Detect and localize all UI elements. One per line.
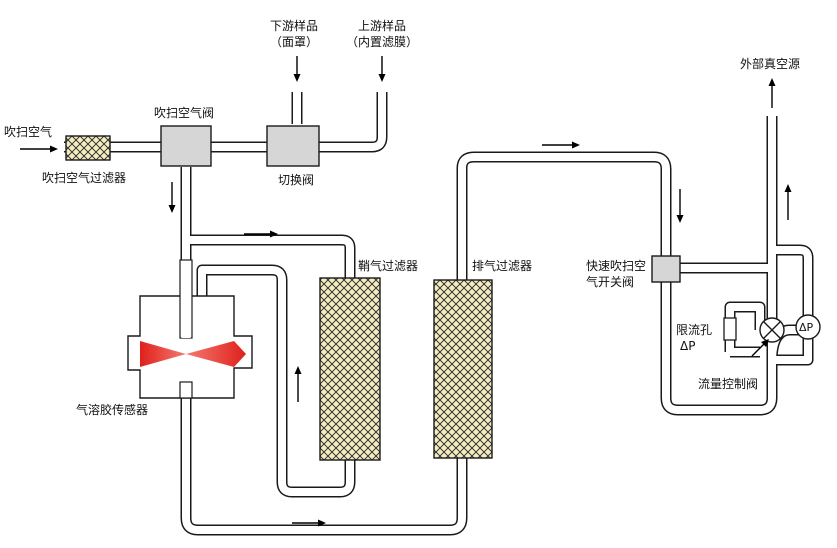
downstream-sample-sublabel: （面罩） — [270, 35, 318, 49]
purge-air-valve-label: 吹扫空气阀 — [154, 105, 214, 120]
flow-arrows — [20, 56, 792, 527]
purge-air-filter-label: 吹扫空气过滤器 — [42, 170, 126, 185]
flow-control-valve — [759, 317, 785, 343]
switch-valve — [266, 125, 320, 167]
fast-purge-valve — [651, 255, 681, 283]
laser-beam-left — [140, 341, 186, 367]
exhaust-filter-label: 排气过滤器 — [472, 258, 532, 273]
downstream-sample-label: 下游样品 — [270, 18, 318, 33]
laser-beam-right — [186, 341, 246, 367]
delta-p-gauge — [795, 314, 821, 340]
flow-control-valve-label: 流量控制阀 — [698, 377, 758, 391]
orifice-label: 限流孔 — [676, 323, 712, 337]
delta-p-gauge-label: ΔP — [799, 321, 814, 334]
orifice — [723, 317, 737, 341]
upstream-sample-sublabel: （内置滤膜） — [346, 35, 418, 49]
sheath-filter-label: 鞘气过滤器 — [358, 258, 418, 273]
exhaust-filter — [433, 279, 493, 459]
switch-valve-label: 切换阀 — [278, 173, 314, 187]
purge-air-label: 吹扫空气 — [4, 124, 52, 139]
sheath-filter — [319, 277, 381, 461]
purge-air-filter — [65, 135, 111, 161]
fast-purge-valve-label: 快速吹扫空 — [586, 259, 646, 273]
aerosol-sensor — [127, 259, 253, 399]
orifice-delta-p-label: ΔP — [680, 339, 695, 353]
external-vacuum-label: 外部真空源 — [740, 56, 800, 71]
upstream-sample-label: 上游样品 — [358, 18, 406, 33]
fast-purge-valve-sublabel: 气开关阀 — [586, 274, 634, 289]
purge-air-valve — [160, 125, 212, 167]
aerosol-sensor-label: 气溶胶传感器 — [76, 402, 148, 417]
